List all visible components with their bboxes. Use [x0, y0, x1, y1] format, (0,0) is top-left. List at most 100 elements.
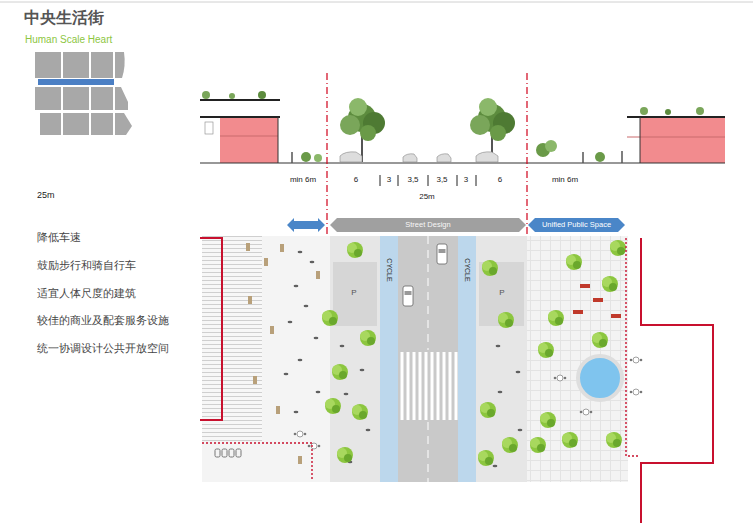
bench — [316, 271, 320, 279]
parking-label: P — [351, 289, 356, 298]
roof-plant — [640, 107, 648, 115]
sidewalk-arrow — [287, 218, 325, 232]
roof-plant — [202, 91, 210, 99]
arrow-body — [528, 218, 625, 232]
plan-tree — [360, 330, 376, 346]
dimension-tick — [457, 175, 458, 186]
plan-tree — [602, 276, 618, 292]
map-block — [115, 52, 125, 78]
bike-rack — [229, 449, 234, 457]
plan-tree — [562, 432, 578, 448]
cafe-table — [580, 409, 593, 415]
chair — [316, 391, 321, 393]
section-tree — [470, 98, 515, 162]
sidewalk-paving — [202, 236, 262, 441]
plan-tree — [502, 437, 518, 453]
chair — [294, 411, 299, 413]
roof-plant — [665, 109, 671, 115]
public-space — [527, 236, 628, 482]
feature-bullet: 较佳的商业及配套服务设施 — [37, 314, 169, 327]
map-block — [91, 52, 113, 78]
ground-line — [200, 162, 725, 163]
chair — [284, 373, 289, 375]
roof-plant — [229, 93, 235, 99]
map-block — [63, 52, 89, 78]
plan-tree — [478, 450, 494, 466]
public-space-arrow: Unified Public Space — [528, 218, 625, 232]
floor-line — [220, 136, 278, 137]
bench — [246, 243, 250, 251]
crosswalk — [402, 352, 456, 420]
arrow-body — [330, 218, 526, 232]
map-block — [40, 113, 61, 135]
frontage-line — [202, 443, 312, 480]
car-plan — [403, 286, 413, 306]
facade — [640, 117, 641, 163]
map-block — [91, 113, 113, 135]
roof-plant — [258, 91, 266, 99]
plan-tree — [480, 402, 496, 418]
map-block — [35, 87, 61, 110]
plan-tree — [540, 412, 556, 428]
map-block — [63, 87, 89, 110]
bench — [270, 326, 274, 334]
bench — [253, 376, 257, 384]
car-elevation — [403, 154, 417, 162]
car-elevation — [437, 154, 451, 162]
cycle-lane: CYCLE — [458, 236, 476, 482]
plan-tree — [530, 437, 546, 453]
chair — [294, 285, 299, 287]
person — [582, 152, 584, 163]
arrow-label: Unified Public Space — [542, 221, 611, 229]
cycle-lane: CYCLE — [380, 236, 398, 482]
key-map — [35, 52, 132, 135]
dimension-tick — [398, 175, 399, 186]
dimension-label: 6 — [498, 175, 502, 185]
chair — [366, 429, 371, 431]
plan-tree — [322, 310, 338, 326]
shrub — [545, 140, 557, 152]
dimension-tick — [476, 175, 477, 186]
chair — [498, 391, 503, 393]
map-block — [115, 87, 128, 110]
plan-tree — [610, 240, 626, 256]
plan-tree — [325, 398, 341, 414]
car-plan — [437, 244, 447, 264]
street-section — [200, 91, 725, 186]
dimension-label: 3 — [387, 175, 391, 185]
lane-marking — [428, 422, 429, 482]
subtitle: Human Scale Heart — [25, 34, 112, 46]
dimension-label: 3,5 — [407, 175, 418, 185]
floor-slab — [627, 116, 725, 118]
plan-tree — [337, 447, 353, 463]
building-ground-floor — [220, 117, 278, 163]
bench — [264, 258, 268, 266]
plan-tree — [352, 404, 368, 420]
boundary-line — [200, 238, 222, 420]
bike-rack — [236, 449, 241, 457]
lane-label: CYCLE — [463, 258, 471, 281]
dimension-label: 25m — [419, 192, 435, 202]
parking-strip: P — [330, 236, 378, 482]
map-block — [115, 113, 132, 135]
boundary-line — [641, 238, 713, 523]
map-block — [35, 52, 61, 78]
feature-bullet: 适宜人体尺度的建筑 — [37, 287, 136, 300]
dimension-label: 6 — [354, 175, 358, 185]
chair — [310, 261, 315, 263]
plan-tree — [498, 312, 514, 328]
diagram-title: 中央生活街 — [24, 8, 104, 27]
feature-bullet: 鼓励步行和骑自行车 — [37, 259, 136, 272]
dimension-tick — [428, 175, 429, 186]
dimension-label: 3 — [464, 175, 468, 185]
lane-marking — [428, 236, 429, 350]
street-design-arrow: Street Design — [330, 218, 526, 232]
cafe-table — [630, 357, 643, 363]
lane-label: CYCLE — [385, 258, 393, 281]
car-elevation — [476, 152, 498, 162]
plan-tree — [482, 260, 498, 276]
parking-label: P — [499, 289, 504, 298]
chair — [344, 393, 349, 395]
dimension-tick — [380, 175, 381, 186]
cafe-table — [294, 431, 307, 437]
